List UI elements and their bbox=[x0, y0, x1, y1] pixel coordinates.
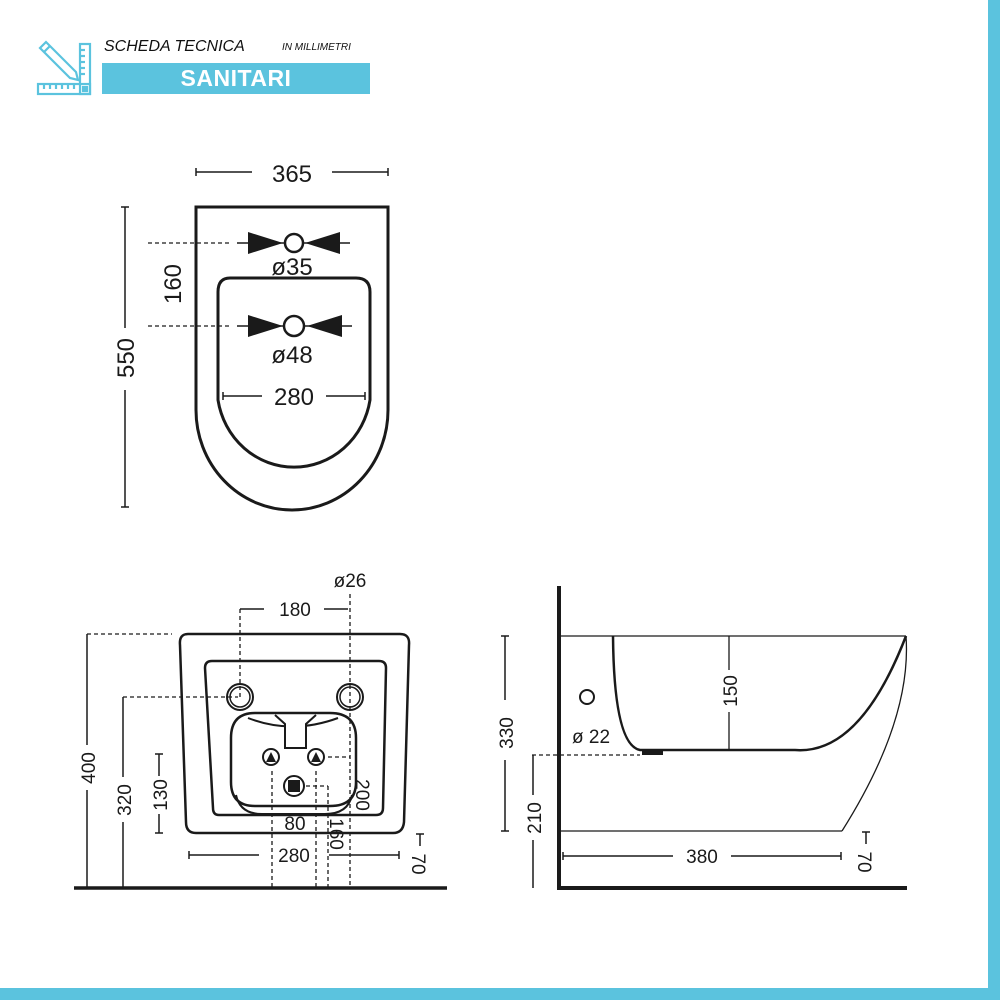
dim-bowl-depth: 150 bbox=[721, 675, 742, 707]
dim-outlet-offset: 200 bbox=[351, 779, 372, 811]
dim-inlet-diameter: ø 22 bbox=[572, 727, 610, 748]
header-title: SCHEDA TECNICA bbox=[104, 38, 245, 55]
tap-hole-icon bbox=[283, 232, 305, 254]
dim-front-total-height: 400 bbox=[79, 752, 100, 784]
dim-outlet-spacing: 80 bbox=[284, 814, 305, 835]
page-border-right bbox=[988, 0, 1000, 1000]
dim-fixing-hole-diameter: ø26 bbox=[334, 571, 367, 592]
dim-top-length: 550 bbox=[113, 338, 140, 378]
front-view bbox=[74, 594, 447, 890]
dim-hole-upper-diameter: ø35 bbox=[271, 254, 312, 281]
dim-inlet-height: 130 bbox=[151, 779, 172, 811]
dim-fixing-hole-spacing: 180 bbox=[279, 600, 311, 621]
dim-side-height: 330 bbox=[497, 717, 518, 749]
dim-side-wall-offset: 70 bbox=[853, 851, 874, 872]
dim-top-hole-spacing: 160 bbox=[160, 264, 187, 304]
dim-bowl-width: 280 bbox=[274, 384, 314, 411]
dim-hole-lower-diameter: ø48 bbox=[271, 342, 312, 369]
dim-front-base-width: 280 bbox=[278, 846, 310, 867]
drain-hole-icon bbox=[282, 314, 306, 338]
header-category-bar: SANITARI bbox=[102, 63, 370, 94]
header-units: IN MILLIMETRI bbox=[282, 42, 351, 53]
dim-fixing-height: 320 bbox=[115, 784, 136, 816]
pencil-ruler-icon bbox=[36, 40, 92, 96]
side-view bbox=[501, 586, 908, 890]
dim-front-wall-offset: 70 bbox=[407, 853, 428, 874]
top-view bbox=[121, 168, 390, 512]
dim-side-projection: 380 bbox=[686, 847, 718, 868]
dim-drain-height: 210 bbox=[525, 802, 546, 834]
dim-top-width: 365 bbox=[272, 161, 312, 188]
page-border-bottom bbox=[0, 988, 1000, 1000]
dim-outlet-center: 160 bbox=[325, 818, 346, 850]
